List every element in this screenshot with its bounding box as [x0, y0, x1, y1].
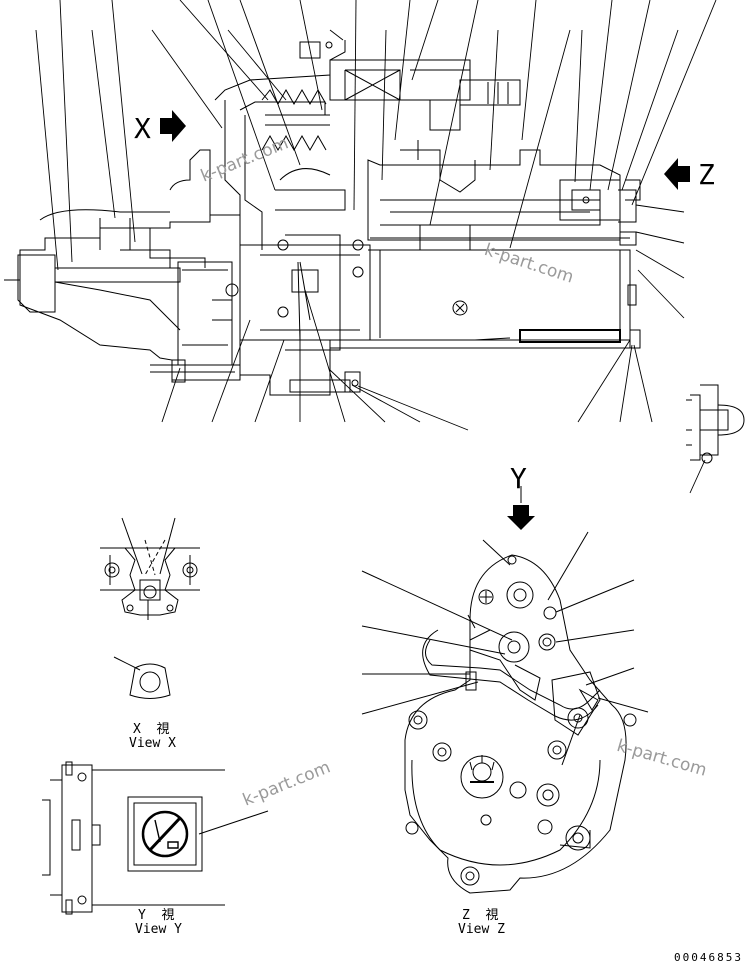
view-y-caption: View Y — [135, 922, 182, 937]
view-z-drawing — [362, 532, 648, 893]
view-z-marker: Z — [698, 158, 715, 191]
view-z-caption-jp: Z 視 — [462, 908, 499, 923]
lead-wire-clamp-detail — [686, 385, 744, 463]
view-arrows — [160, 110, 690, 530]
view-z-caption: View Z — [458, 922, 505, 937]
view-x-drawing — [100, 518, 200, 699]
view-x-caption: View X — [129, 736, 176, 751]
view-y-caption-jp: Y 視 — [138, 908, 175, 923]
view-x-arrow — [160, 110, 186, 142]
starter-side-view — [4, 40, 640, 395]
leader-lines-top — [36, 0, 716, 318]
view-y-marker: Y — [510, 462, 527, 495]
view-y-drawing — [42, 762, 268, 914]
view-x-caption-jp: X 視 — [133, 722, 170, 737]
view-x-marker: X — [134, 112, 151, 145]
view-y-arrow — [507, 505, 535, 530]
drawing-code: 00046853 — [674, 951, 743, 964]
leader-lines-bottom — [162, 290, 705, 493]
view-z-arrow — [664, 158, 690, 190]
